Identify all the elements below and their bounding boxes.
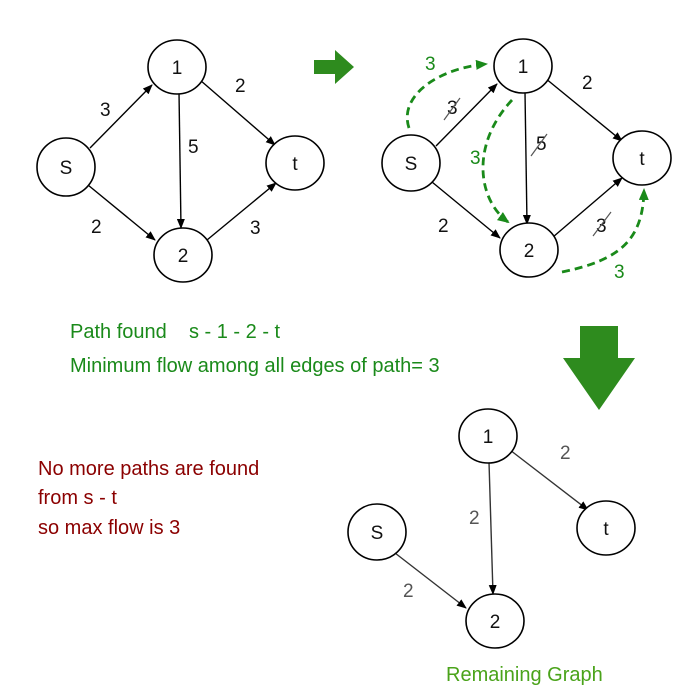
node-t <box>576 500 636 556</box>
node-t-label: t <box>603 519 609 540</box>
flow-label-1-2: 3 <box>470 148 481 169</box>
graph-remaining: S 1 2 t 2 2 2 <box>347 408 636 649</box>
node-t-label: t <box>639 149 645 170</box>
strike-1-2 <box>530 133 548 157</box>
remaining-graph-title: Remaining Graph <box>446 664 603 686</box>
edge-1-2 <box>522 91 531 225</box>
graph-original: S 1 2 t 3 2 5 2 3 <box>36 39 325 283</box>
strike-s-1 <box>443 97 461 121</box>
weight-1-t: 2 <box>235 76 246 97</box>
edge-s-1 <box>435 83 498 147</box>
weight-2-t: 3 <box>596 216 607 237</box>
weight-1-2: 5 <box>536 134 547 155</box>
node-2 <box>465 593 525 649</box>
node-2 <box>153 227 213 283</box>
no-more-paths-line-2: from s - t <box>38 487 117 509</box>
flow-arrow-1-2 <box>481 99 514 224</box>
node-s-label: S <box>371 523 384 544</box>
node-1 <box>493 38 553 94</box>
arrow-right-icon <box>314 50 354 84</box>
weight-1-t: 2 <box>582 73 593 94</box>
node-1-label: 1 <box>172 58 183 79</box>
flow-label-2-t: 3 <box>614 262 625 283</box>
node-1-label: 1 <box>483 427 494 448</box>
edge-s-2 <box>394 552 467 609</box>
edge-1-2 <box>488 461 497 595</box>
node-s-label: S <box>405 154 418 175</box>
edge-1-t <box>509 449 589 511</box>
node-t-label: t <box>292 154 298 175</box>
path-found-text: Path found s - 1 - 2 - t <box>70 321 281 343</box>
arrow-down-icon <box>563 326 635 410</box>
flow-arrow-2-t <box>561 188 649 274</box>
no-more-paths-line-1: No more paths are found <box>38 458 259 480</box>
node-s <box>347 503 407 561</box>
node-2-label: 2 <box>178 246 189 267</box>
edge-1-2 <box>176 91 185 229</box>
edge-1-t <box>544 77 623 142</box>
weight-1-t: 2 <box>560 443 571 464</box>
node-1 <box>458 408 518 464</box>
flow-arrow-s-1 <box>405 59 488 129</box>
node-s <box>36 137 96 197</box>
weight-s-2: 2 <box>438 216 449 237</box>
edge-2-t <box>552 177 623 238</box>
node-t <box>265 135 325 191</box>
edge-2-t <box>206 182 277 241</box>
node-2 <box>499 222 559 278</box>
weight-s-2: 2 <box>403 581 414 602</box>
no-more-paths-line-3: so max flow is 3 <box>38 517 180 539</box>
node-1 <box>147 39 207 95</box>
min-flow-text: Minimum flow among all edges of path= 3 <box>70 355 440 377</box>
strike-2-t <box>592 211 612 237</box>
edge-s-2 <box>87 184 156 241</box>
weight-1-2: 5 <box>188 137 199 158</box>
node-2-label: 2 <box>490 612 501 633</box>
edge-s-1 <box>89 84 153 149</box>
edge-1-t <box>199 79 276 146</box>
weight-s-2: 2 <box>91 217 102 238</box>
graph-augmenting-path: S 1 2 t 3 2 5 2 3 3 3 3 <box>381 38 672 283</box>
node-2-label: 2 <box>524 241 535 262</box>
flow-label-s-1: 3 <box>425 54 436 75</box>
weight-1-2: 2 <box>469 508 480 529</box>
edge-s-2 <box>431 181 501 239</box>
weight-2-t: 3 <box>250 218 261 239</box>
weight-s-1: 3 <box>100 100 111 121</box>
node-1-label: 1 <box>518 57 529 78</box>
node-s <box>381 134 441 192</box>
node-t <box>612 130 672 186</box>
node-s-label: S <box>60 158 73 179</box>
